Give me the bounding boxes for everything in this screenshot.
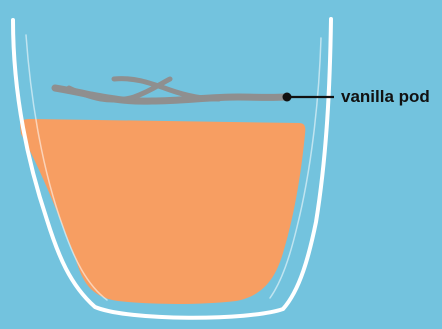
label-pointer-dot [283,93,292,102]
vanilla-pod-icon [55,79,286,102]
vanilla-pod-curl [69,79,219,100]
vanilla-pod-label-text: vanilla pod [341,87,430,106]
liquid-fill [20,119,305,304]
vanilla-pod-label: vanilla pod [283,87,430,106]
